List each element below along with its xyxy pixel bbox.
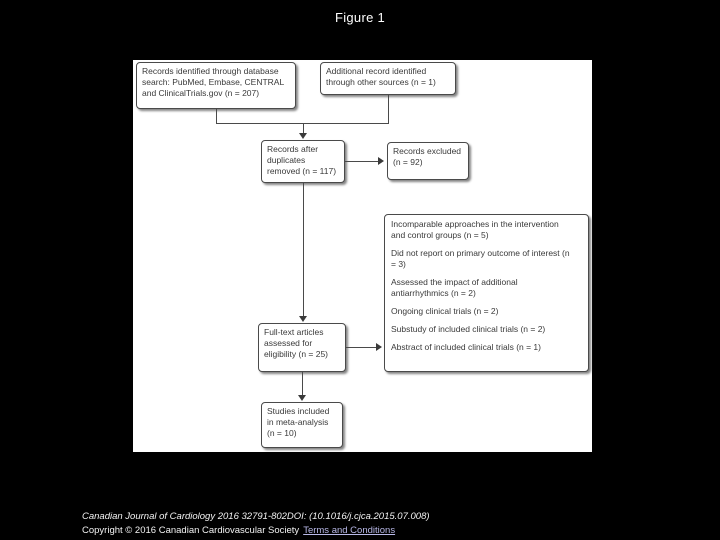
arrowhead-right-icon (378, 157, 384, 165)
arrowhead-right-icon (376, 343, 382, 351)
box-additional-records: Additional record identified through oth… (320, 62, 456, 95)
box-fulltext-assessed: Full-text articles assessed for eligibil… (258, 323, 346, 372)
connector-line (216, 109, 217, 124)
arrowhead-down-icon (298, 395, 306, 401)
box-records-identified: Records identified through database sear… (136, 62, 296, 109)
flow-diagram-panel: Records identified through database sear… (133, 60, 592, 452)
exclusion-reason: Ongoing clinical trials (n = 2) (391, 306, 499, 316)
citation-line: Canadian Journal of Cardiology 2016 3279… (82, 511, 430, 522)
connector-line (345, 161, 379, 162)
box-duplicates-removed: Records after duplicates removed (n = 11… (261, 140, 345, 183)
arrowhead-down-icon (299, 133, 307, 139)
exclusion-reason: Abstract of included clinical trials (n … (391, 342, 541, 352)
exclusion-reason: Incomparable approaches in the intervent… (391, 219, 559, 240)
box-records-excluded: Records excluded (n = 92) (387, 142, 469, 180)
connector-line (388, 95, 389, 124)
connector-line (346, 347, 377, 348)
arrowhead-down-icon (299, 316, 307, 322)
connector-line (303, 183, 304, 316)
copyright-text: Copyright © 2016 Canadian Cardiovascular… (82, 524, 300, 536)
exclusion-reason: Did not report on primary outcome of int… (391, 248, 570, 269)
box-exclusion-reasons: Incomparable approaches in the intervent… (384, 214, 589, 372)
box-studies-included: Studies included in meta-analysis (n = 1… (261, 402, 343, 448)
copyright-line: Copyright © 2016 Canadian Cardiovascular… (82, 524, 430, 538)
exclusion-reason: Substudy of included clinical trials (n … (391, 324, 546, 334)
connector-line (303, 123, 304, 134)
terms-and-conditions-link[interactable]: Terms and Conditions (303, 524, 396, 536)
connector-line (302, 372, 303, 396)
citation-footer: Canadian Journal of Cardiology 2016 3279… (82, 510, 430, 537)
figure-title: Figure 1 (334, 10, 386, 25)
exclusion-reason: Assessed the impact of additional antiar… (391, 277, 518, 298)
connector-line (216, 123, 389, 124)
